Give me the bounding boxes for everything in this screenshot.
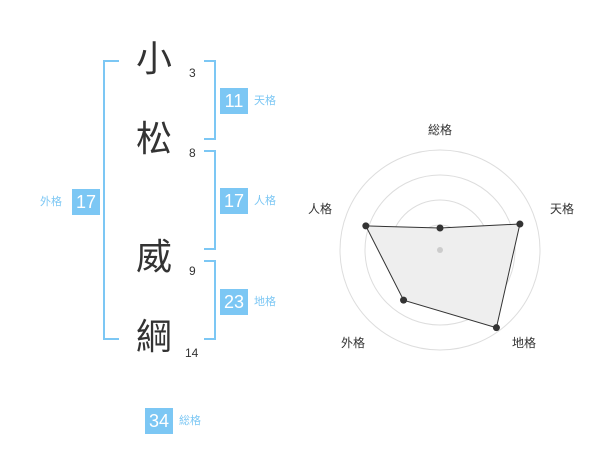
axis-label-gaikaku: 外格 — [341, 335, 365, 350]
radar-point-1 — [516, 220, 524, 228]
stroke-count-4: 14 — [185, 346, 199, 360]
radar-points — [362, 220, 524, 332]
radar-ring-3 — [364, 174, 516, 326]
radar-area — [364, 223, 521, 329]
stroke-count-1: 3 — [189, 66, 196, 80]
stroke-count-3: 9 — [189, 264, 196, 278]
name-char-2: 松 — [135, 119, 172, 160]
gaikaku-label: 外格 — [40, 195, 62, 208]
radar-chart: 総格 天格 地格 外格 人格 — [308, 122, 574, 351]
chikaku-label: 地格 — [254, 295, 276, 308]
radar-point-0 — [436, 224, 444, 232]
axis-label-tenkaku: 天格 — [550, 201, 574, 216]
tenkaku-bracket — [204, 60, 216, 140]
tenkaku-value: 11 — [220, 88, 248, 114]
radar-point-2 — [492, 324, 500, 332]
stroke-count-2: 8 — [189, 146, 196, 160]
radar-point-4 — [362, 222, 370, 230]
radar-ring-4 — [339, 149, 541, 351]
soukaku-label: 総格 — [179, 414, 201, 427]
chikaku-bracket — [204, 260, 216, 340]
name-char-4: 綱 — [135, 317, 172, 358]
jinkaku-value: 17 — [220, 188, 248, 214]
tenkaku-label: 天格 — [254, 94, 276, 107]
chikaku-value: 23 — [220, 289, 248, 315]
axis-label-jinkaku: 人格 — [308, 201, 332, 216]
name-char-1: 小 — [135, 39, 172, 80]
axis-label-chikaku: 地格 — [512, 335, 536, 350]
jinkaku-label: 人格 — [254, 194, 276, 207]
gaikaku-value: 17 — [72, 189, 100, 215]
axis-label-soukaku: 総格 — [428, 122, 452, 137]
gaikaku-bracket — [103, 60, 119, 340]
radar-center — [437, 247, 443, 253]
radar-point-3 — [400, 296, 408, 304]
jinkaku-bracket — [204, 150, 216, 250]
name-char-3: 威 — [135, 237, 172, 278]
soukaku-value: 34 — [145, 408, 173, 434]
